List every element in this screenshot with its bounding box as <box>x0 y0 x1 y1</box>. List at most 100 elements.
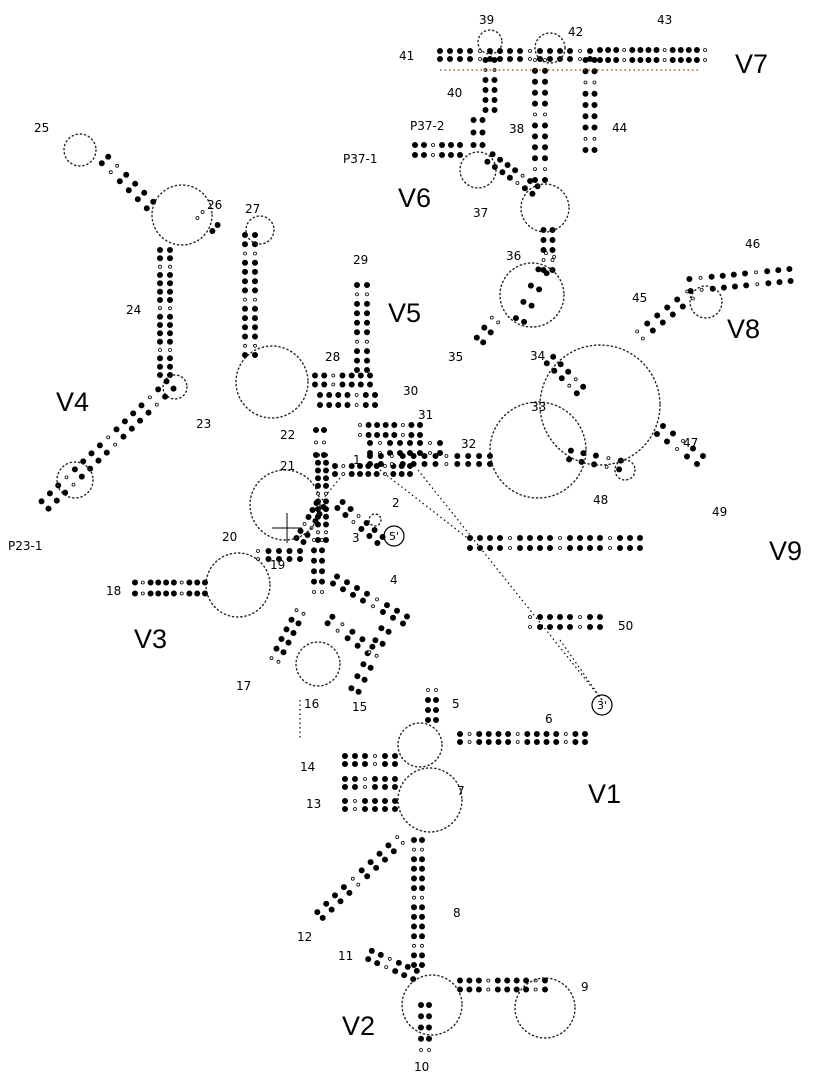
nucleotide-669 <box>622 58 627 62</box>
loop-6 <box>249 469 321 541</box>
nucleotide-350 <box>87 465 94 472</box>
nucleotide-722 <box>587 48 594 55</box>
nucleotide-580 <box>521 185 528 192</box>
nucleotide-468 <box>355 292 359 297</box>
region-label-v5: V5 <box>388 298 421 328</box>
nucleotide-662 <box>591 146 598 153</box>
nucleotide-611 <box>532 67 539 74</box>
nucleotide-607 <box>479 117 486 124</box>
nucleotide-438 <box>311 372 318 379</box>
loop-16 <box>520 183 570 233</box>
nucleotide-298 <box>140 591 145 596</box>
nucleotide-625 <box>532 144 539 151</box>
nucleotide-795 <box>567 545 574 552</box>
nucleotide-374 <box>156 321 163 328</box>
nucleotide-253 <box>278 636 285 643</box>
nucleotide-797 <box>577 545 584 552</box>
nucleotide-147 <box>381 798 388 805</box>
nucleotide-243 <box>417 1035 424 1042</box>
nucleotide-817 <box>557 624 564 631</box>
nucleotide-681 <box>669 57 676 64</box>
helix-number-36: 36 <box>506 249 521 263</box>
nucleotide-254 <box>285 639 292 646</box>
nucleotide-554 <box>520 298 527 305</box>
nucleotide-785 <box>517 545 524 552</box>
nucleotide-708 <box>517 48 524 55</box>
nucleotide-261 <box>335 628 340 633</box>
nucleotide-105 <box>515 740 520 744</box>
loop-20 <box>689 285 723 319</box>
helix-number-9: 9 <box>581 980 589 994</box>
nucleotide-183 <box>410 865 417 872</box>
nucleotide-746 <box>742 270 749 277</box>
nucleotide-338 <box>137 417 144 424</box>
nucleotide-242 <box>425 1024 432 1031</box>
nucleotide-417 <box>251 315 258 322</box>
nucleotide-287 <box>179 580 184 585</box>
nucleotide-154 <box>353 807 357 811</box>
nucleotide-214 <box>404 963 411 970</box>
nucleotide-123 <box>381 753 388 760</box>
nucleotide-579 <box>527 177 534 184</box>
nucleotide-126 <box>373 762 377 766</box>
nucleotide-71 <box>339 586 346 593</box>
nucleotide-76 <box>363 590 370 597</box>
nucleotide-616 <box>542 89 549 96</box>
nucleotide-133 <box>391 776 398 783</box>
nucleotide-766 <box>567 447 574 454</box>
nucleotide-14 <box>322 498 329 505</box>
nucleotide-304 <box>286 556 293 563</box>
nucleotide-26 <box>331 462 338 469</box>
nucleotide-519 <box>377 460 384 467</box>
nucleotide-144 <box>341 784 348 791</box>
nucleotide-526 <box>410 452 417 459</box>
nucleotide-187 <box>410 885 417 892</box>
nucleotide-331 <box>155 386 162 393</box>
nucleotide-750 <box>764 268 771 275</box>
nucleotide-666 <box>605 47 612 54</box>
nucleotide-148 <box>381 806 388 813</box>
loop-22 <box>614 459 636 481</box>
nucleotide-652 <box>591 90 598 97</box>
nucleotide-606 <box>470 129 477 136</box>
nucleotide-478 <box>344 391 351 398</box>
nucleotide-292 <box>163 590 170 597</box>
helix-number-12: 12 <box>297 930 312 944</box>
nucleotide-32 <box>356 462 363 469</box>
nucleotide-135 <box>381 776 388 783</box>
nucleotide-99 <box>485 739 492 746</box>
nucleotide-348 <box>95 457 102 464</box>
nucleotide-680 <box>662 48 667 52</box>
nucleotide-351 <box>71 466 78 473</box>
helix-label-p37-1: P37-1 <box>343 152 377 166</box>
nucleotide-544 <box>557 361 564 368</box>
nucleotide-725 <box>649 327 656 334</box>
nucleotide-372 <box>156 330 163 337</box>
nucleotide-251 <box>283 626 290 633</box>
nucleotide-575 <box>549 226 556 233</box>
nucleotide-270 <box>385 628 392 635</box>
nucleotide-24 <box>322 537 329 544</box>
nucleotide-248 <box>301 611 306 616</box>
nucleotide-161 <box>376 850 383 857</box>
nucleotide-305 <box>275 548 282 555</box>
nucleotide-419 <box>251 305 258 312</box>
nucleotide-195 <box>410 923 417 930</box>
nucleotide-203 <box>410 962 417 969</box>
region-label-v9: V9 <box>769 536 802 566</box>
nucleotide-529 <box>432 460 439 467</box>
nucleotide-202 <box>418 952 425 959</box>
nucleotide-396 <box>134 196 141 203</box>
nucleotide-247 <box>294 608 299 613</box>
nucleotide-328 <box>320 451 327 458</box>
nucleotide-441 <box>331 382 336 387</box>
nucleotide-663 <box>597 57 604 64</box>
nucleotide-346 <box>103 449 110 456</box>
loop-12 <box>56 461 94 499</box>
nucleotide-812 <box>528 615 532 619</box>
strand-2 <box>379 469 471 541</box>
nucleotide-456 <box>353 348 360 355</box>
nucleotide-120 <box>582 731 589 738</box>
nucleotide-382 <box>156 288 163 295</box>
nucleotide-84 <box>403 613 410 620</box>
